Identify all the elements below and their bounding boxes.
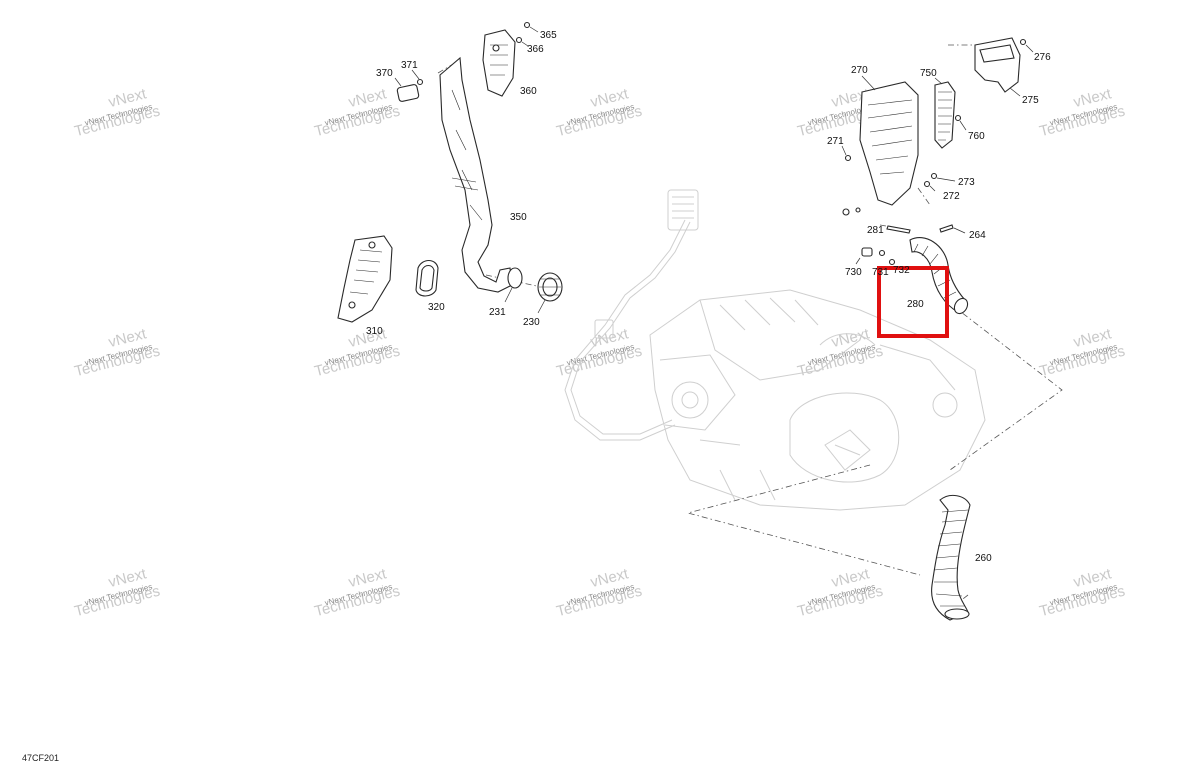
- screw-365: [523, 21, 539, 33]
- grommet-370: [394, 77, 420, 102]
- callout-310[interactable]: 310: [366, 326, 383, 337]
- callout-280[interactable]: 280: [907, 299, 924, 310]
- engine-assembly: [564, 189, 986, 511]
- highlight-box-280[interactable]: [877, 266, 949, 338]
- callout-264[interactable]: 264: [969, 230, 986, 241]
- clip-371: [411, 69, 424, 86]
- callout-281[interactable]: 281: [867, 225, 884, 236]
- fitting-732: [888, 258, 896, 266]
- callout-270[interactable]: 270: [851, 65, 868, 76]
- cover-270: [859, 75, 919, 206]
- side-panel-310: [337, 235, 393, 323]
- nut-366: [515, 36, 529, 47]
- panel-275: [974, 37, 1021, 97]
- screw-276: [1019, 38, 1034, 53]
- clamp-231: [504, 267, 523, 303]
- gasket-320: [415, 259, 439, 297]
- screw-misc-1: [842, 207, 861, 216]
- hose-280: [909, 237, 969, 315]
- callout-271[interactable]: 271: [827, 136, 844, 147]
- screw-264: [939, 224, 966, 234]
- air-duct-350: [439, 56, 513, 293]
- callout-260[interactable]: 260: [975, 553, 992, 564]
- callout-275[interactable]: 275: [1022, 95, 1039, 106]
- callout-labels: 365 366 371 370 360 350 320 231 230 310 …: [366, 30, 1051, 564]
- coupler-230: [537, 272, 563, 314]
- callout-276[interactable]: 276: [1034, 52, 1051, 63]
- screw-273: [930, 172, 956, 182]
- grille-750: [934, 77, 956, 149]
- pin-281: [886, 225, 911, 234]
- screw-760: [954, 114, 967, 131]
- callout-732[interactable]: 732: [893, 265, 910, 276]
- callout-750[interactable]: 750: [920, 68, 937, 79]
- callout-760[interactable]: 760: [968, 131, 985, 142]
- callout-272[interactable]: 272: [943, 191, 960, 202]
- callout-731[interactable]: 731: [872, 267, 889, 278]
- screw-272: [923, 180, 936, 192]
- callout-273[interactable]: 273: [958, 177, 975, 188]
- screw-271: [841, 145, 852, 162]
- fitting-730: [855, 247, 873, 265]
- callout-366[interactable]: 366: [527, 44, 544, 55]
- callout-730[interactable]: 730: [845, 267, 862, 278]
- fitting-731: [878, 249, 886, 257]
- callout-231[interactable]: 231: [489, 307, 506, 318]
- callout-230[interactable]: 230: [523, 317, 540, 328]
- diagram-code: 47CF201: [22, 753, 60, 763]
- callout-365[interactable]: 365: [540, 30, 557, 41]
- callout-320[interactable]: 320: [428, 302, 445, 313]
- callout-350[interactable]: 350: [510, 212, 527, 223]
- hose-260: [931, 494, 971, 621]
- bracket-360: [482, 29, 516, 97]
- callout-360[interactable]: 360: [520, 86, 537, 97]
- callout-370[interactable]: 370: [376, 68, 393, 79]
- callout-371[interactable]: 371: [401, 60, 418, 71]
